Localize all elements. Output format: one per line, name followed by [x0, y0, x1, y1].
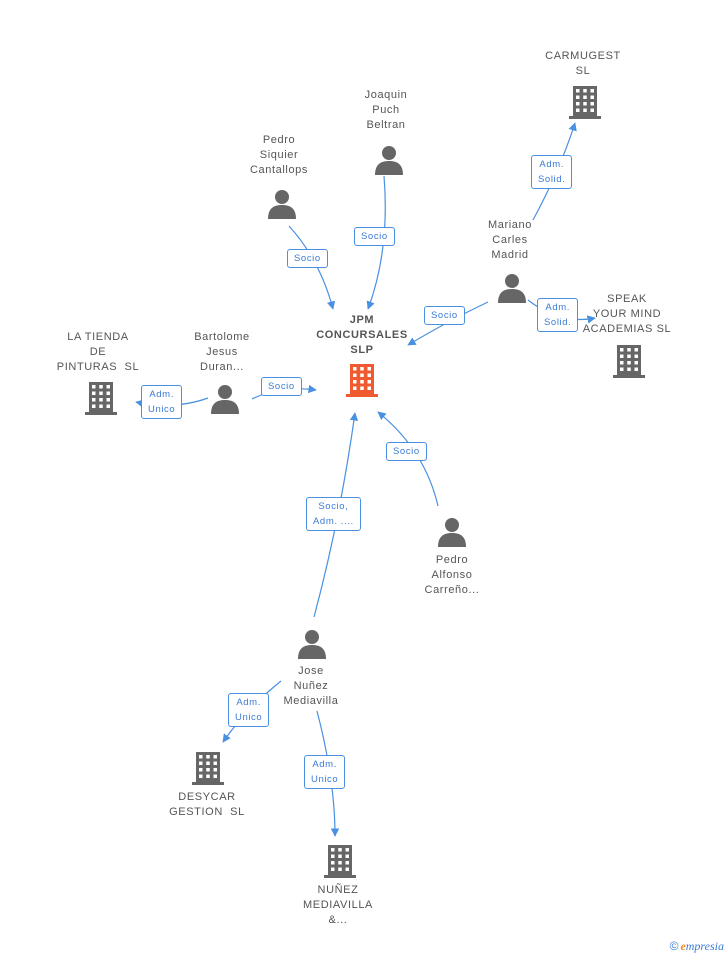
joaquin-label[interactable]: Joaquin Puch Beltran [364, 89, 408, 131]
relation-label-jose-nunez: Adm. Unico [304, 755, 346, 789]
nunez-building-icon[interactable] [324, 845, 356, 878]
relation-label-jose-jpm: Socio, Adm. .... [306, 497, 361, 531]
pedro-siquier-label[interactable]: Pedro Siquier Cantallops [250, 134, 308, 176]
empresia-logo[interactable]: ©empresia [670, 939, 724, 954]
jpm-label[interactable]: JPM CONCURSALES SLP [316, 314, 408, 356]
relation-label-mariano-jpm: Socio [424, 306, 465, 325]
mariano-label[interactable]: Mariano Carles Madrid [488, 219, 532, 261]
pedro-siquier-person-icon[interactable] [268, 190, 296, 219]
relation-label-bartolome-jpm: Socio [261, 377, 302, 396]
pedro-alfonso-person-icon[interactable] [438, 518, 466, 547]
speak-building-icon[interactable] [613, 345, 645, 378]
desycar-label[interactable]: DESYCAR GESTION SL [169, 791, 245, 818]
desycar-building-icon[interactable] [192, 752, 224, 785]
joaquin-person-icon[interactable] [375, 146, 403, 175]
relation-label-jose-desycar: Adm. Unico [228, 693, 270, 727]
copyright-icon: © [669, 939, 679, 953]
speak-label[interactable]: SPEAK YOUR MIND ACADEMIAS SL [582, 293, 672, 335]
brand-initial: e [680, 939, 686, 953]
mariano-person-icon[interactable] [498, 274, 526, 303]
jose-person-icon[interactable] [298, 630, 326, 659]
pedro-alfonso-label[interactable]: Pedro Alfonso Carreño... [424, 554, 480, 596]
bartolome-label[interactable]: Bartolome Jesus Duran... [194, 331, 250, 373]
relation-label-pedro-siquier-jpm: Socio [287, 249, 328, 268]
la-tienda-label[interactable]: LA TIENDA DE PINTURAS SL [56, 331, 140, 373]
carmugest-building-icon[interactable] [569, 86, 601, 119]
relation-label-pedro-alfonso-jpm: Socio [386, 442, 427, 461]
carmugest-label[interactable]: CARMUGEST SL [545, 50, 621, 77]
relation-label-mariano-speak: Adm. Solid. [537, 298, 579, 332]
relation-label-joaquin-jpm: Socio [354, 227, 395, 246]
bartolome-person-icon[interactable] [211, 385, 239, 414]
jose-label[interactable]: Jose Nuñez Mediavilla [283, 665, 339, 707]
relation-label-bartolome-latienda: Adm. Unico [141, 385, 183, 419]
la-tienda-building-icon[interactable] [85, 382, 117, 415]
relation-label-mariano-carmugest: Adm. Solid. [531, 155, 573, 189]
jpm-building-icon[interactable] [346, 364, 378, 397]
nunez-label[interactable]: NUÑEZ MEDIAVILLA &... [303, 884, 373, 926]
edge-joaquin-jpm [366, 175, 386, 310]
brand-rest: mpresia [685, 939, 724, 953]
